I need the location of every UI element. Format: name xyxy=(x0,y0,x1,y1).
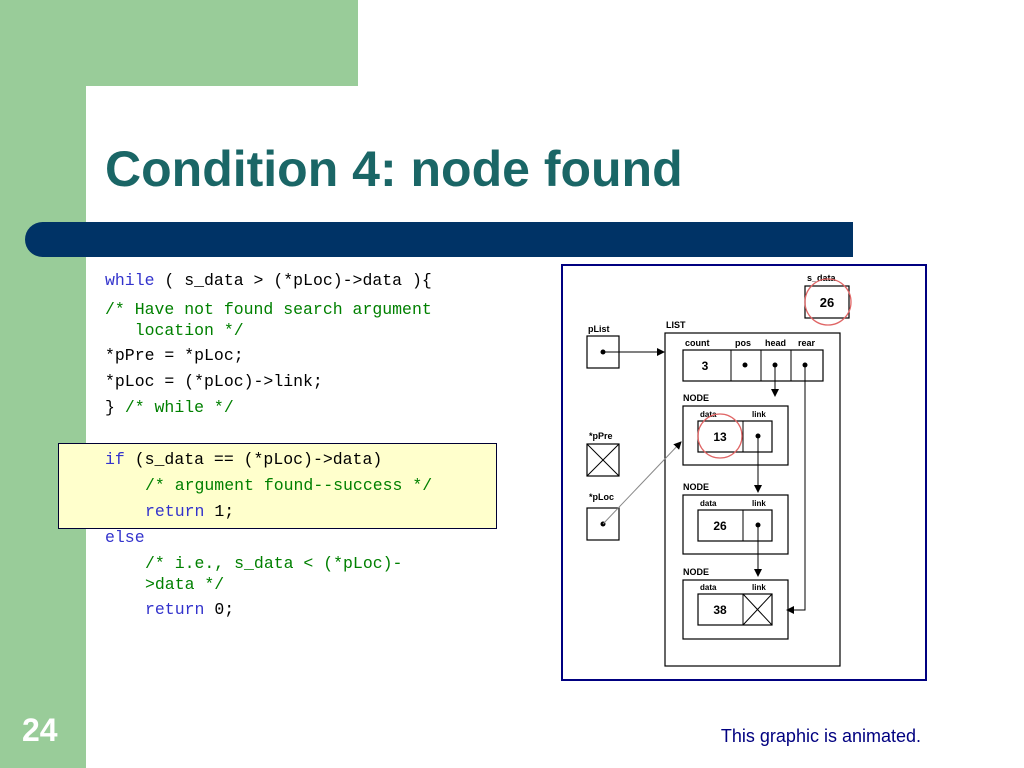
code-line-return: return 1; xyxy=(105,499,505,525)
list-label: LIST xyxy=(666,320,686,330)
keyword: return xyxy=(145,600,205,619)
pointer-dot xyxy=(742,362,748,368)
list-container xyxy=(664,332,841,667)
node-3 xyxy=(682,579,789,640)
ploc-arrow xyxy=(602,441,682,525)
highlight-box xyxy=(58,443,497,529)
code-text: 1; xyxy=(204,502,235,521)
keyword: while xyxy=(105,271,155,290)
node-label: NODE xyxy=(683,567,709,577)
list-header-row xyxy=(682,349,824,382)
node-3-value: 38 xyxy=(713,603,727,617)
data-label: data xyxy=(700,499,717,508)
ploc-label: *pLoc xyxy=(589,492,614,502)
node-1 xyxy=(682,405,789,466)
count-value: 3 xyxy=(702,359,709,373)
code-comment-line: >data */ xyxy=(145,575,225,594)
code-comment-line: /* argument found--success */ xyxy=(145,476,433,495)
node-1-value: 13 xyxy=(713,430,727,444)
code-line: *pPre = *pLoc; xyxy=(105,346,244,365)
diagram-svg: s_data 26 pList LIST count pos head rear… xyxy=(586,273,852,667)
head-label: head xyxy=(765,338,786,348)
code-text: } xyxy=(105,398,125,417)
code-text: 0; xyxy=(204,600,235,619)
link-label: link xyxy=(752,410,766,419)
data-label: data xyxy=(700,410,717,419)
code-comment-line: /* Have not found search argument xyxy=(105,300,432,319)
code-comment-line: location */ xyxy=(105,321,244,340)
title-underline-bar xyxy=(25,222,853,257)
slide-number: 24 xyxy=(22,712,58,748)
code-comment-line: /* i.e., s_data < (*pLoc)- xyxy=(145,554,403,573)
s-data-value: 26 xyxy=(820,295,834,310)
left-green-band xyxy=(0,0,86,768)
code-comment: /* while */ xyxy=(124,398,234,417)
code-line-if: if (s_data == (*pLoc)->data) xyxy=(105,447,505,473)
node-highlight-circle xyxy=(697,413,743,459)
node-2 xyxy=(682,494,789,555)
code-line-while: while ( s_data > (*pLoc)->data ){ xyxy=(105,268,505,294)
link-label: link xyxy=(752,583,766,592)
keyword: return xyxy=(145,502,205,521)
count-label: count xyxy=(685,338,710,348)
node-2-value: 26 xyxy=(713,519,727,533)
code-line-else: else xyxy=(105,528,145,547)
top-green-band xyxy=(0,0,358,86)
code-text: (s_data == (*pLoc)->data) xyxy=(124,450,383,469)
s-data-highlight-circle xyxy=(804,278,852,326)
code-text: ( s_data > (*pLoc)->data ){ xyxy=(154,271,432,290)
code-line-return: return 0; xyxy=(105,597,505,623)
code-block: while ( s_data > (*pLoc)->data ){ /* Hav… xyxy=(105,268,505,623)
s-data-box xyxy=(804,285,850,319)
s-data-label: s_data xyxy=(807,273,837,283)
plist-label: pList xyxy=(588,324,610,334)
rear-arrow xyxy=(786,365,806,614)
keyword: if xyxy=(105,450,125,469)
linked-list-diagram: s_data 26 pList LIST count pos head rear… xyxy=(561,264,927,681)
rear-label: rear xyxy=(798,338,816,348)
pos-label: pos xyxy=(735,338,751,348)
slide-title: Condition 4: node found xyxy=(105,141,683,197)
ppre-label: *pPre xyxy=(589,431,613,441)
node-label: NODE xyxy=(683,393,709,403)
data-label: data xyxy=(700,583,717,592)
code-line: *pLoc = (*pLoc)->link; xyxy=(105,372,323,391)
link-label: link xyxy=(752,499,766,508)
code-line-close: } /* while */ xyxy=(105,395,505,421)
animation-note: This graphic is animated. xyxy=(720,726,921,746)
blank-line xyxy=(105,421,505,447)
node-label: NODE xyxy=(683,482,709,492)
